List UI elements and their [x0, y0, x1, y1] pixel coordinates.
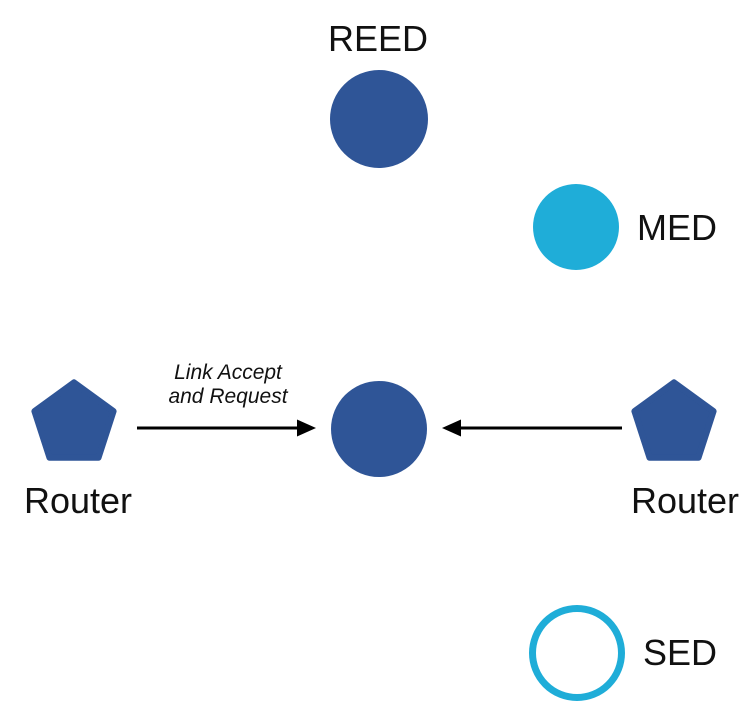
sed-node-icon [529, 605, 625, 701]
arrowhead-right-icon [297, 419, 316, 437]
arrow-router-left-to-center [137, 419, 316, 437]
edge-label-line1: Link Accept [174, 361, 282, 384]
edge-label-link-accept: Link Accept and Request [148, 361, 308, 409]
reed-label: REED [327, 18, 429, 59]
med-node-icon [533, 184, 619, 270]
router-left-node-icon [31, 379, 117, 461]
med-label: MED [637, 207, 717, 248]
router-right-node-icon [631, 379, 717, 461]
arrowhead-left-icon [442, 419, 461, 437]
router-right-label: Router [630, 480, 740, 521]
edge-label-line2: and Request [168, 385, 288, 408]
arrow-router-right-to-center [442, 419, 622, 437]
router-left-label: Router [23, 480, 133, 521]
center-node-icon [331, 381, 427, 477]
sed-label: SED [643, 632, 718, 673]
reed-node-icon [330, 70, 428, 168]
